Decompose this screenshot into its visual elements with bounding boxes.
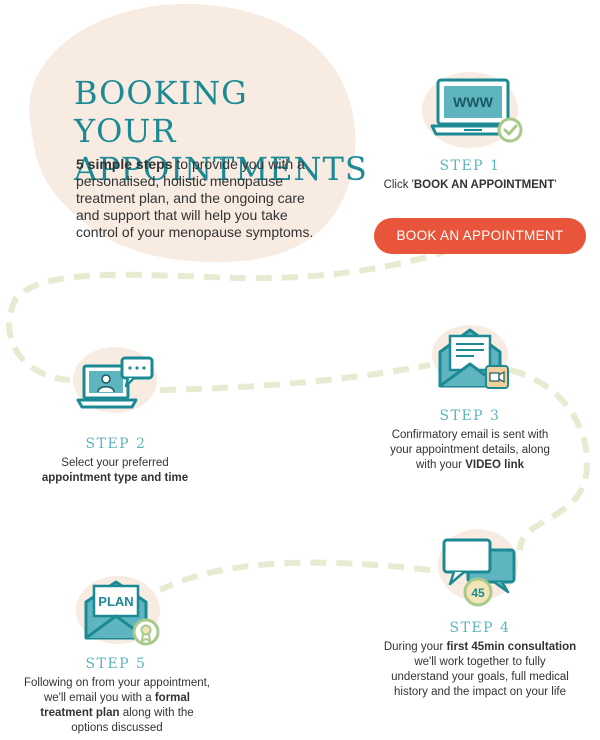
step-3-bold: VIDEO link — [465, 459, 524, 471]
envelope-plan-icon: PLAN — [84, 580, 160, 646]
title-line-2: APPOINTMENTS — [74, 150, 368, 188]
title-line-1: BOOKING YOUR — [74, 74, 248, 150]
svg-text:PLAN: PLAN — [98, 594, 133, 609]
step-4-line-2: we'll work together to fully — [414, 656, 546, 668]
step-4-text: During your first 45min consultation we'… — [370, 640, 590, 700]
svg-text:WWW: WWW — [453, 94, 493, 110]
step-5-label: STEP 5 — [85, 656, 147, 672]
step-1-text-bold: BOOK AN APPOINTMENT — [413, 179, 555, 191]
intro-rest: to provide you with a personalised, holi… — [76, 156, 314, 240]
step-3-line-1: Confirmatory email is sent with — [391, 429, 549, 441]
step-2-text: Select your preferred appointment type a… — [20, 456, 210, 486]
step-1-text: Click 'BOOK AN APPOINTMENT' — [360, 178, 580, 193]
step-1-text-pre: Click ' — [383, 179, 414, 191]
step-5-line-2-pre: we'll email you with a — [43, 692, 155, 704]
step-3-label: STEP 3 — [439, 408, 501, 424]
laptop-www-icon: WWW — [430, 78, 523, 143]
page-title: BOOKING YOUR APPOINTMENTS — [74, 74, 368, 188]
svg-text:45: 45 — [471, 586, 485, 600]
step-4-line-1-pre: During your — [383, 641, 447, 653]
check-icon — [497, 117, 523, 143]
intro-bold: 5 simple steps — [76, 156, 173, 172]
step-2-bold: appointment type and time — [41, 472, 189, 484]
step-4-line-4: history and the impact on your life — [394, 686, 566, 698]
step-2-label: STEP 2 — [85, 436, 147, 452]
step-4-bold: first 45min consultation — [446, 641, 577, 653]
step-1-text-post: ' — [554, 179, 557, 191]
step-3-line-2: your appointment details, along — [390, 444, 550, 456]
step-4-label: STEP 4 — [449, 620, 511, 636]
step-1-label: STEP 1 — [439, 158, 501, 174]
step-3-text: Confirmatory email is sent with your app… — [370, 428, 570, 473]
chat-bubbles-45-icon: 45 — [442, 538, 516, 607]
step-5-bold-1: formal — [154, 692, 190, 704]
step-3-line-3: with your — [415, 459, 466, 471]
step-5-line-3-post: along with the — [119, 707, 194, 719]
step-5-line-4: options discussed — [71, 722, 163, 734]
step-5-text: Following on from your appointment, we'l… — [6, 676, 228, 736]
step-5-bold-2: treatment plan — [40, 707, 120, 719]
book-appointment-button[interactable]: BOOK AN APPOINTMENT — [374, 218, 586, 254]
step-2-line-1: Select your preferred — [61, 457, 169, 469]
intro-text: 5 simple steps to provide you with a per… — [76, 156, 316, 241]
envelope-video-icon — [438, 328, 509, 389]
step-5-line-1: Following on from your appointment, — [23, 677, 210, 689]
video-chat-laptop-icon — [76, 356, 154, 409]
step-4-line-3: understand your goals, full medical — [391, 671, 569, 683]
